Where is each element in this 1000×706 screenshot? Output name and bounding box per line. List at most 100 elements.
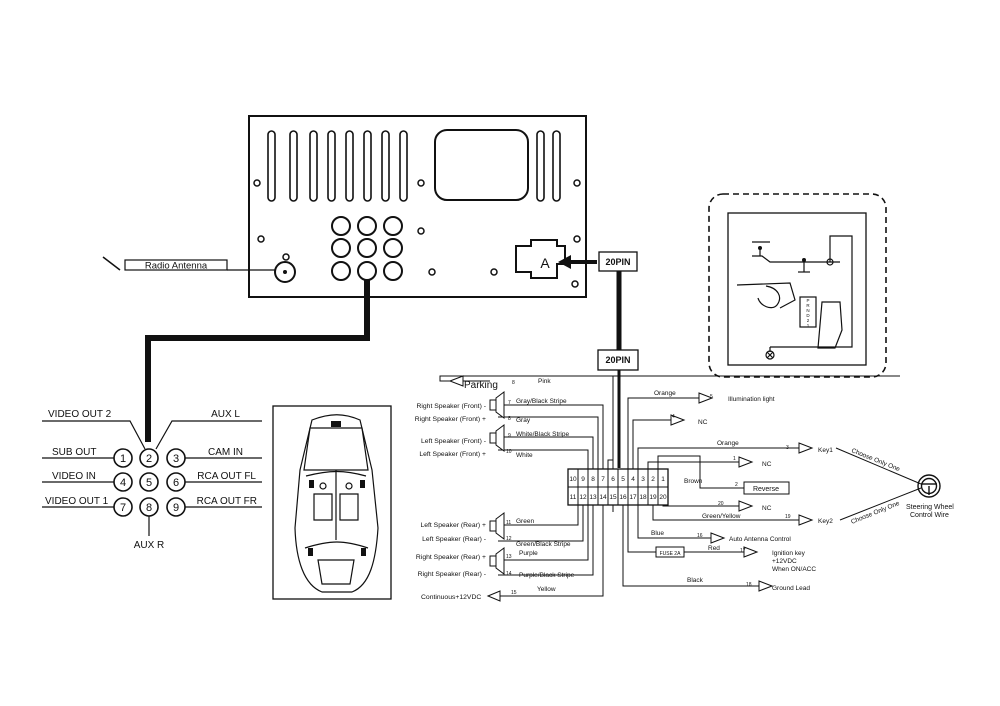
ignition-extra-1: +12VDC [772,558,797,565]
pin-top-5: 6 [611,476,615,483]
wire-key2-color: Green/Yellow [702,513,741,520]
pin-top-6: 5 [621,476,625,483]
radio-antenna-label: Radio Antenna [145,261,208,272]
mounting-holes [253,179,581,288]
rca-num-8: 8 [146,502,152,514]
pin-bot-3: 13 [589,494,597,501]
rca-label-rca-out-fl: RCA OUT FL [197,471,256,482]
wire-ignition-color: Red [708,545,720,552]
speaker-lr-pos: Left Speaker (Rear) + [420,522,486,529]
speaker-rf-pos: Right Speaker (Front) + [415,416,486,423]
rca-label-aux-l: AUX L [211,409,240,420]
speaker-rr-neg: Right Speaker (Rear) - [418,571,486,578]
speaker-lf-neg: Left Speaker (Front) - [421,438,486,445]
svg-text:P: P [806,298,809,303]
continuous-arrow [486,590,501,602]
wire-nc1-pin: 1 [733,456,736,462]
pin-bot-10: 20 [659,494,667,501]
wire-nc4-pin: 4 [672,414,675,420]
pin-top-7: 4 [631,476,635,483]
speaker-lf-pos: Left Speaker (Front) + [419,451,486,458]
parking-brake-inset: P R N D 2 1 [613,193,900,378]
speaker-wire-colors: Gray/Black Stripe Gray White/Black Strip… [516,398,575,579]
speaker-pins: 7 8 9 10 11 12 13 14 [506,400,512,577]
steering-wheel-section: Choose Only One Choose Only One Steering… [835,447,954,526]
svg-text:Purple/Black Stripe: Purple/Black Stripe [519,572,575,579]
speaker-lr-neg: Left Speaker (Rear) - [422,536,486,543]
rca-num-1: 1 [120,453,126,465]
svg-text:8: 8 [508,416,511,422]
wire-illum-target: Illumination light [728,396,775,403]
svg-text:Green: Green [516,518,534,525]
parking-pin: 8 [512,380,515,386]
wire-nc20-target: NC [762,505,772,512]
svg-text:20PIN: 20PIN [605,257,630,267]
rca-label-aux-r: AUX R [134,540,165,551]
fuse-label: FUSE 2A [660,551,682,557]
pin-bot-6: 16 [619,494,627,501]
svg-text:14: 14 [506,571,512,577]
svg-text:R: R [806,303,810,308]
wire-illum-color: Orange [654,390,676,397]
right-wire-labels: Orange 5 Illumination light 4 NC Orange … [651,390,833,592]
wire-reverse-target: Reverse [753,486,779,493]
rca-num-3: 3 [173,453,179,465]
wire-antenna-pin: 16 [697,533,703,539]
wire-key2-target: Key2 [818,518,833,525]
parking-arrow [448,375,464,387]
svg-text:10: 10 [506,449,512,455]
pin-bot-2: 12 [579,494,587,501]
wire-ground-target: Ground Lead [772,585,810,592]
speaker-labels: Right Speaker (Front) - Right Speaker (F… [415,403,486,578]
svg-text:Gray/Black Stripe: Gray/Black Stripe [516,398,567,405]
wire-antenna-target: Auto Antenna Control [729,536,791,543]
svg-text:White: White [516,452,533,459]
pin-bot-4: 14 [599,494,607,501]
rca-jack-grid [331,216,403,281]
parking-label: Parking [464,380,498,391]
pin-top-8: 3 [641,476,645,483]
pin-top-4: 7 [601,476,605,483]
wire-key2-pin: 19 [785,514,791,520]
steering-label-1: Steering Wheel [906,504,954,511]
rca-num-9: 9 [173,502,179,514]
svg-text:12: 12 [506,536,512,542]
ignition-extra-2: When ON/ACC [772,566,816,573]
svg-text:2: 2 [807,318,810,323]
car-illustration [272,405,392,600]
pin-top-9: 2 [651,476,655,483]
reverse-box [743,481,790,495]
pin-bot-5: 15 [609,494,617,501]
speaker-rr-pos: Right Speaker (Rear) + [416,554,486,561]
steering-wheel-icon [917,474,941,498]
pin-top-3: 8 [591,476,595,483]
wire-ignition-pin: 17 [740,548,746,554]
wire-key1-color: Orange [717,440,739,447]
left-wires [439,375,614,597]
heatsink-window [434,129,529,201]
continuous-pin: 15 [511,590,517,596]
rca-num-5: 5 [146,477,152,489]
svg-text:9: 9 [508,433,511,439]
rca-num-4: 4 [120,477,126,489]
svg-text:Green/Black Stripe: Green/Black Stripe [516,541,571,548]
rca-label-video-out-1: VIDEO OUT 1 [45,496,109,507]
svg-text:D: D [806,313,810,318]
svg-text:Purple: Purple [519,550,538,557]
rca-label-rca-out-fr: RCA OUT FR [197,496,257,507]
pin-bot-8: 18 [639,494,647,501]
rca-label-video-in: VIDEO IN [52,471,96,482]
svg-text:7: 7 [508,400,511,406]
speaker-rf-neg: Right Speaker (Front) - [416,403,486,410]
pin-top-1: 10 [569,476,577,483]
rca-num-2: 2 [146,453,152,465]
wire-nc1-target: NC [762,461,772,468]
harness-connector: 10 9 8 7 6 5 4 3 2 1 11 12 13 14 15 16 1… [567,468,669,506]
vent-slots [267,130,561,202]
rca-label-sub-out: SUB OUT [52,447,96,458]
continuous-label: Continuous+12VDC [421,594,481,601]
pin-top-10: 1 [661,476,665,483]
speaker-icon [308,480,366,556]
antenna-socket [274,261,296,283]
